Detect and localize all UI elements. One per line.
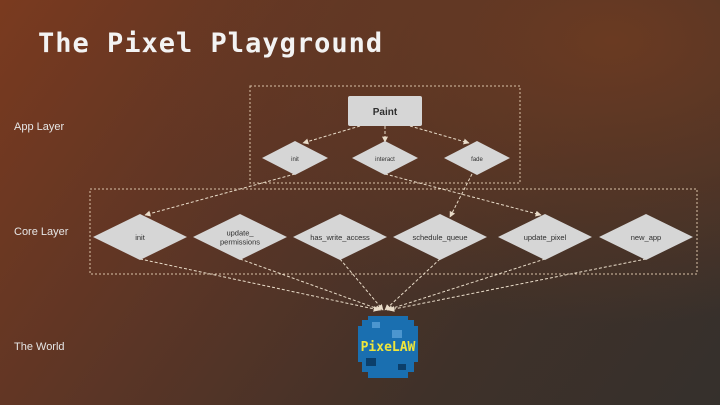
layer-label-core: Core Layer	[14, 226, 69, 238]
core-node-label: init	[135, 233, 146, 242]
app-node-fade[interactable]: fade	[444, 141, 510, 175]
app-node-init[interactable]: init	[262, 141, 328, 175]
app-root-label: Paint	[373, 107, 398, 118]
app-node-group: init interact fade	[262, 141, 510, 175]
connector-core-world-4	[384, 258, 441, 311]
core-node-schedule-queue[interactable]: schedule_queue	[393, 214, 487, 260]
core-node-label: new_app	[631, 233, 661, 242]
core-node-label: permissions	[220, 238, 260, 247]
core-node-label: update_pixel	[524, 233, 567, 242]
core-node-new-app[interactable]: new_app	[599, 214, 693, 260]
app-layer-box	[249, 85, 521, 184]
layer-label-world: The World	[14, 341, 65, 353]
layer-label-app: App Layer	[14, 121, 65, 133]
connector-fade-schedule-queue	[449, 173, 473, 218]
connector-paint-fade	[409, 125, 470, 145]
connector-core-world-2	[239, 258, 382, 311]
connector-core-world-5	[386, 258, 546, 312]
app-root-node[interactable]: Paint	[348, 96, 422, 126]
app-node-label: fade	[471, 157, 483, 163]
pixelaw-logo-text: PixeLAW	[361, 340, 416, 355]
connector-core-world-3	[339, 258, 384, 311]
core-layer-box	[89, 188, 698, 275]
pixelaw-globe-logo: PixeLAW	[358, 316, 418, 378]
connector-group	[139, 125, 647, 312]
app-node-label: interact	[375, 157, 395, 163]
connector-interact-update-pixel	[384, 173, 542, 217]
connector-init-core-init	[144, 173, 296, 217]
app-node-interact[interactable]: interact	[352, 141, 418, 175]
core-node-update-pixel[interactable]: update_pixel	[498, 214, 592, 260]
core-node-has-write-access[interactable]: has_write_access	[293, 214, 387, 260]
app-node-label: init	[291, 157, 299, 163]
core-node-label: schedule_queue	[412, 233, 467, 242]
core-node-label: has_write_access	[310, 233, 370, 242]
connector-paint-init	[302, 125, 361, 145]
core-node-label: update_	[226, 229, 254, 238]
core-node-update-permissions[interactable]: update_permissions	[193, 214, 287, 260]
core-node-group: init update_permissions has_write_access sc…	[93, 214, 693, 260]
connector-core-world-1	[139, 258, 380, 312]
page-title: The Pixel Playground	[38, 28, 384, 59]
core-node-init[interactable]: init	[93, 214, 187, 260]
connector-core-world-6	[388, 258, 647, 312]
